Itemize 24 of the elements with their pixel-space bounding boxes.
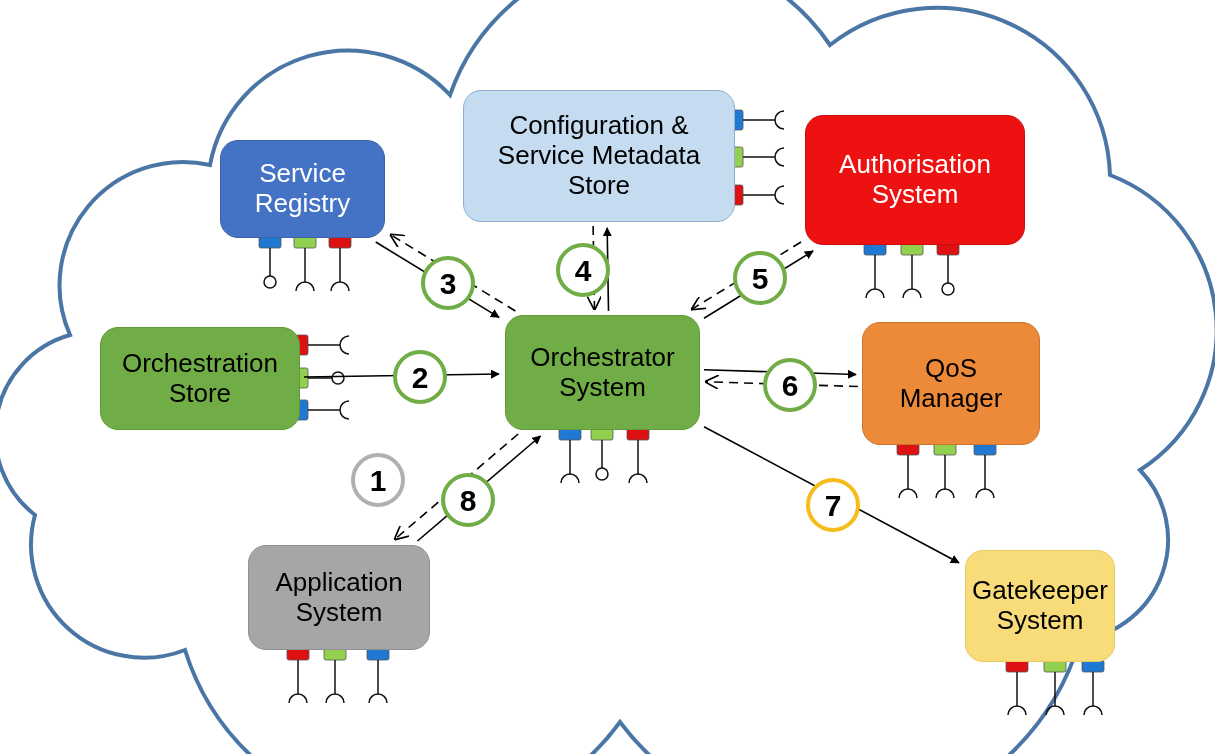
step-number: 6 xyxy=(763,358,817,412)
system-name: Authorisation System xyxy=(838,150,992,210)
system-box xyxy=(862,322,1040,445)
step-number: 3 xyxy=(421,256,475,310)
system-box xyxy=(805,115,1025,245)
system-box xyxy=(463,90,735,222)
system-name: Service Registry xyxy=(253,159,352,219)
system-name: Configuration & Service Metadata Store xyxy=(496,111,702,201)
system-box xyxy=(220,140,385,238)
step-number: 7 xyxy=(806,478,860,532)
step-number: 2 xyxy=(393,350,447,404)
step-number: 4 xyxy=(556,243,610,297)
step-number: 1 xyxy=(351,453,405,507)
system-box xyxy=(100,327,300,430)
system-name: Orchestrator System xyxy=(529,342,676,403)
step-number: 8 xyxy=(441,473,495,527)
system-box xyxy=(965,550,1115,662)
system-box xyxy=(505,315,700,430)
step-number: 5 xyxy=(733,251,787,305)
system-name: QoS Manager xyxy=(898,353,1004,414)
system-name: Application System xyxy=(274,567,404,628)
system-name: Gatekeeper System xyxy=(972,576,1108,636)
system-box xyxy=(248,545,430,650)
system-name: Orchestration Store xyxy=(120,348,280,409)
